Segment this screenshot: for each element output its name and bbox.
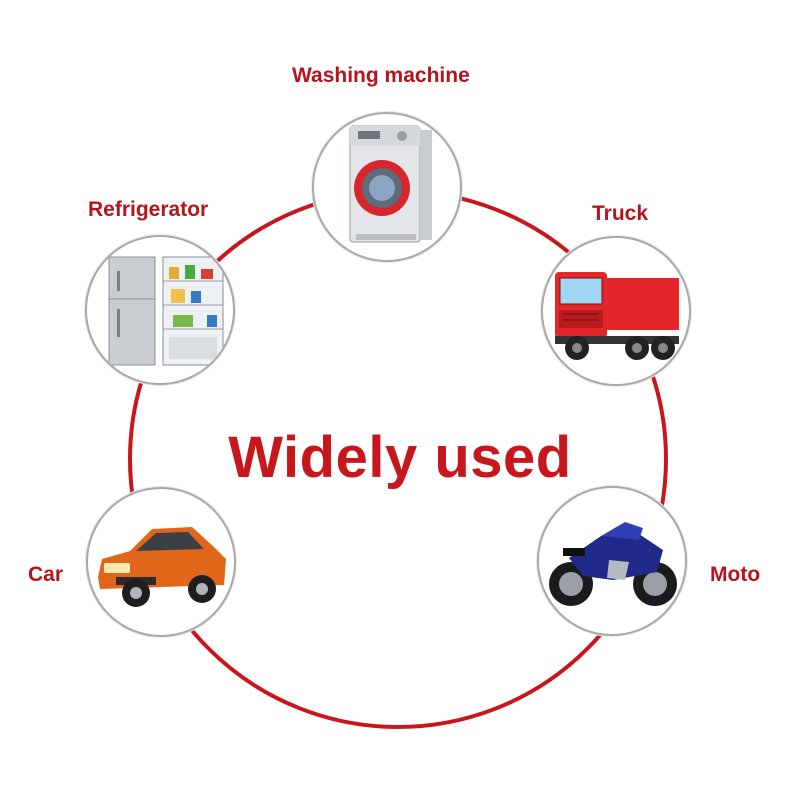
badge-truck (541, 236, 691, 386)
headline: Widely used (228, 425, 572, 490)
badge-moto (537, 486, 687, 636)
label-car: Car (28, 563, 64, 586)
badge-refrigerator (85, 235, 235, 385)
motorcycle-icon (549, 522, 677, 606)
label-moto: Moto (710, 563, 761, 586)
label-truck: Truck (592, 202, 649, 225)
truck-icon (555, 272, 679, 360)
badge-car (86, 487, 236, 637)
label-washing-machine: Washing machine (292, 64, 470, 87)
car-icon (98, 527, 226, 607)
washing-machine-icon (349, 125, 432, 243)
badge-washing-machine (312, 112, 462, 262)
refrigerator-icon (108, 256, 224, 366)
label-refrigerator: Refrigerator (88, 198, 209, 221)
